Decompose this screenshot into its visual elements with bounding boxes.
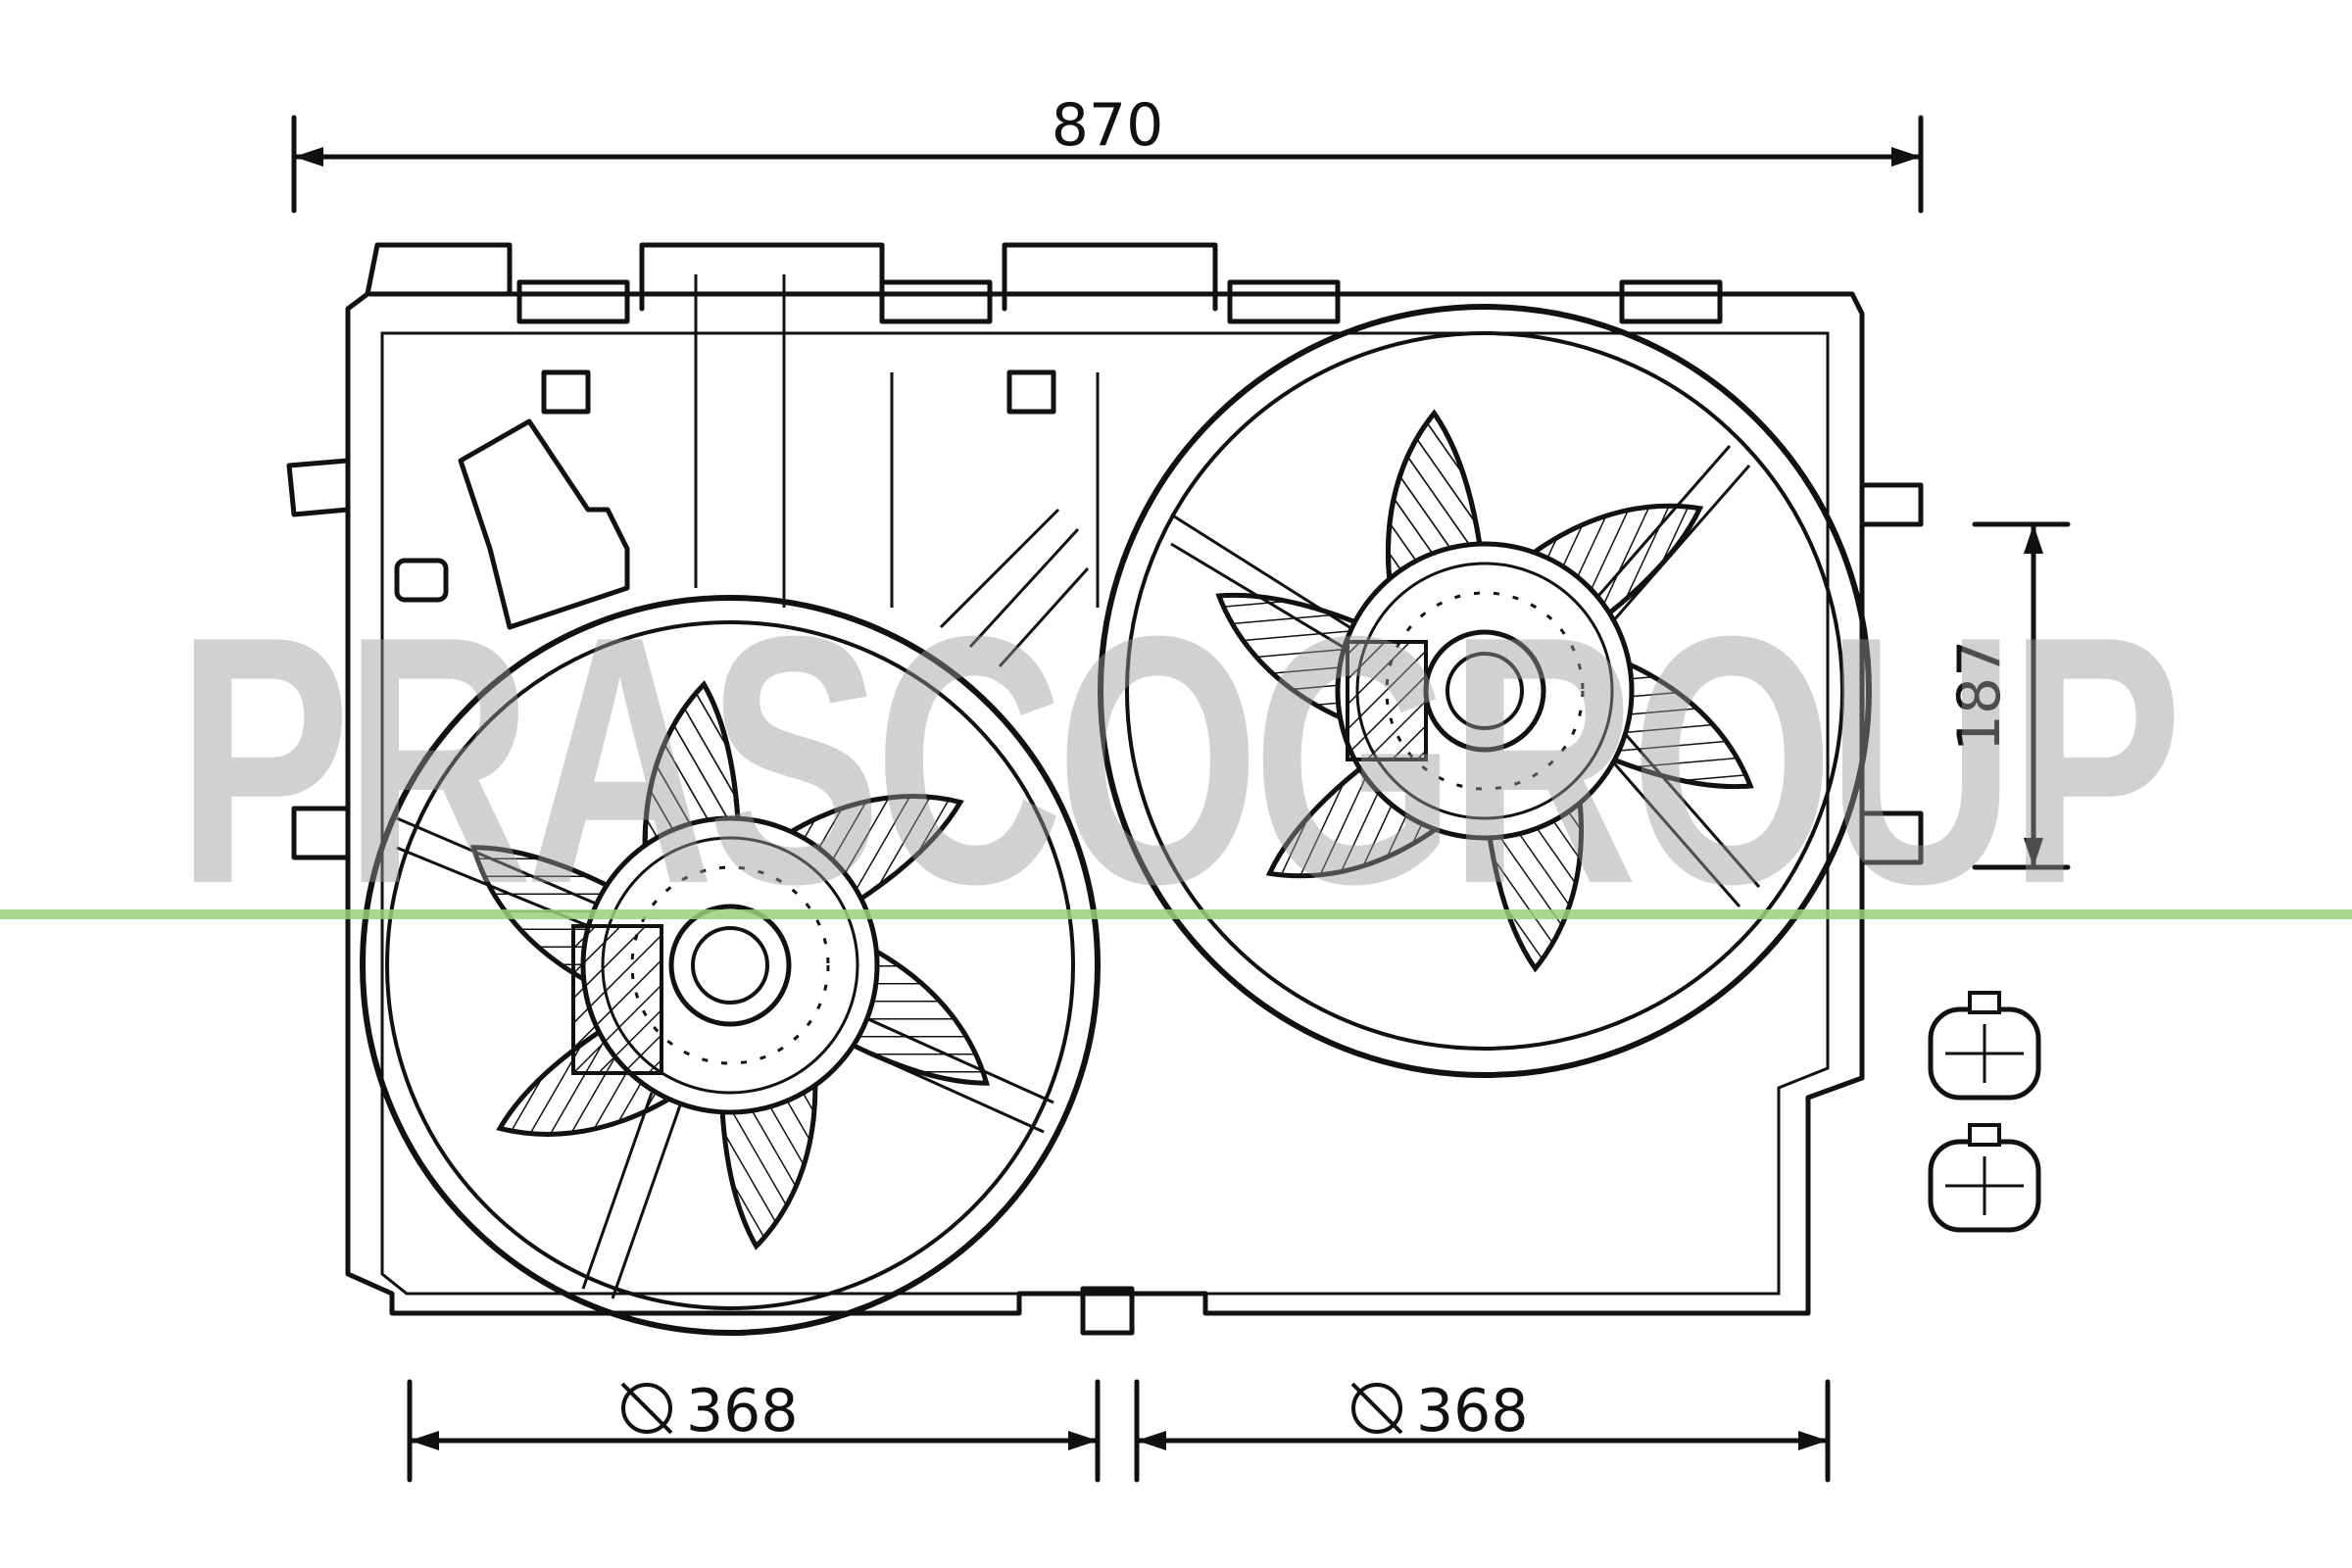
watermark: PRASCOGROUP (176, 564, 2176, 957)
fan-right-diameter-label: 368 (1416, 1377, 1529, 1446)
dimension-fan-left-diameter: 368 (407, 1377, 1101, 1483)
connector-height-label: 187 (1945, 640, 2014, 753)
dimension-overall-width: 870 (291, 91, 1924, 214)
fan-left (360, 595, 1101, 1336)
fan-right (1098, 304, 1872, 1078)
shroud-frame (286, 242, 1924, 1336)
fan-left-struts (396, 816, 1054, 1299)
dimension-fan-right-diameter: 368 (1134, 1377, 1831, 1483)
diameter-icon (620, 1382, 673, 1435)
dimension-connector-height: 187 (1945, 521, 2071, 870)
fan-right-struts (1170, 445, 1761, 907)
connector-upper (1928, 991, 2041, 1101)
fan-left-diameter-label: 368 (686, 1377, 799, 1446)
diameter-icon (1350, 1382, 1403, 1435)
connector-lower (1928, 1123, 2041, 1233)
overall-width-label: 870 (1052, 91, 1164, 160)
